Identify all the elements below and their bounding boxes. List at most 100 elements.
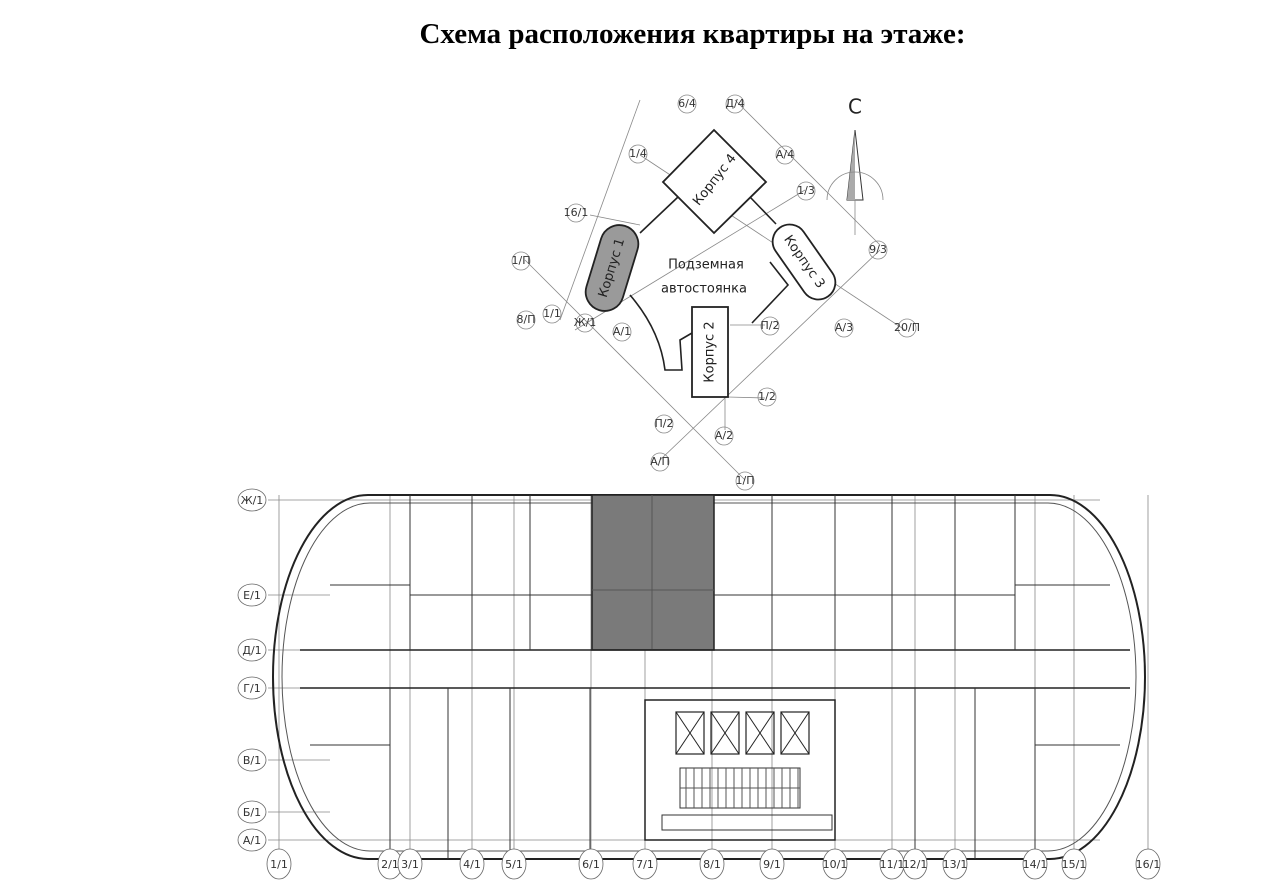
axis-marker: А/2 bbox=[714, 426, 734, 446]
row-axis-label: В/1 bbox=[243, 754, 261, 767]
axis-marker: 1/1 bbox=[542, 304, 562, 324]
column-axis-label: 12/1 bbox=[903, 858, 928, 871]
svg-text:А/3: А/3 bbox=[835, 321, 853, 334]
axis-marker: А/П bbox=[650, 452, 670, 472]
axis-marker: А/3 bbox=[834, 318, 854, 338]
axis-marker: 1/3 bbox=[796, 181, 816, 201]
axis-marker: 9/3 bbox=[868, 240, 888, 260]
axis-marker: 1/2 bbox=[757, 387, 777, 407]
axis-marker: 1/4 bbox=[628, 144, 648, 164]
svg-text:П/2: П/2 bbox=[761, 319, 780, 332]
apartment-partitions bbox=[310, 495, 1120, 859]
column-axis-marker: 14/1 bbox=[1022, 848, 1048, 880]
svg-text:1/4: 1/4 bbox=[629, 147, 647, 160]
north-arrow-icon: С bbox=[826, 95, 884, 235]
building-2-label: Корпус 2 bbox=[703, 321, 718, 382]
axis-marker: 6/4 bbox=[677, 94, 697, 114]
svg-text:8/П: 8/П bbox=[517, 313, 536, 326]
row-axis-label: Д/1 bbox=[242, 644, 261, 657]
svg-text:1/П: 1/П bbox=[512, 254, 531, 267]
svg-text:А/П: А/П bbox=[650, 455, 670, 468]
axis-marker: Д/4 bbox=[725, 94, 745, 114]
column-axis-marker: 10/1 bbox=[822, 848, 848, 880]
svg-text:П/2: П/2 bbox=[655, 417, 674, 430]
column-axis-marker: 7/1 bbox=[632, 848, 658, 880]
svg-text:А/4: А/4 bbox=[776, 148, 794, 161]
building-4 bbox=[661, 128, 768, 235]
svg-text:9/3: 9/3 bbox=[869, 243, 887, 256]
column-axis-label: 8/1 bbox=[703, 858, 721, 871]
elevator-icon bbox=[780, 711, 810, 755]
svg-text:С: С bbox=[848, 95, 862, 119]
svg-text:А/1: А/1 bbox=[613, 325, 631, 338]
axis-marker: 20/П bbox=[894, 318, 920, 338]
column-axis-marker: 11/1 bbox=[879, 848, 905, 880]
row-axis-marker: Г/1 bbox=[237, 676, 267, 700]
svg-text:20/П: 20/П bbox=[894, 321, 920, 334]
column-axis-label: 4/1 bbox=[463, 858, 481, 871]
parking-label-2: автостоянка bbox=[661, 282, 747, 297]
axis-marker: 1/П bbox=[512, 251, 531, 271]
axis-marker: 16/1 bbox=[564, 203, 589, 223]
column-axis-marker: 13/1 bbox=[942, 848, 968, 880]
row-axis-label: Б/1 bbox=[243, 806, 261, 819]
axis-marker: П/2 bbox=[655, 414, 674, 434]
column-axis-marker: 5/1 bbox=[501, 848, 527, 880]
column-axis-label: 15/1 bbox=[1062, 858, 1087, 871]
column-axis-marker: 4/1 bbox=[459, 848, 485, 880]
column-axis-label: 11/1 bbox=[880, 858, 905, 871]
highlighted-apartment bbox=[591, 494, 715, 651]
elevator-icon bbox=[745, 711, 775, 755]
column-axis-label: 7/1 bbox=[636, 858, 654, 871]
column-axis-marker: 9/1 bbox=[759, 848, 785, 880]
building-2 bbox=[691, 306, 729, 398]
row-axis-marker: Ж/1 bbox=[237, 488, 267, 512]
building-3 bbox=[771, 223, 837, 301]
column-axis-marker: 3/1 bbox=[397, 848, 423, 880]
row-axis-marker: Е/1 bbox=[237, 583, 267, 607]
row-axis-marker: А/1 bbox=[237, 828, 267, 852]
axis-marker: Ж/1 bbox=[574, 313, 597, 333]
site-plan: 6/4 Д/4 1/4 А/4 16/1 1/3 1/П 9/3 8/П 1/1… bbox=[512, 95, 920, 491]
row-axis-label: Е/1 bbox=[243, 589, 261, 602]
column-axis-marker: 15/1 bbox=[1061, 848, 1087, 880]
column-axis-marker: 8/1 bbox=[699, 848, 725, 880]
svg-text:А/2: А/2 bbox=[715, 429, 733, 442]
page-title: Схема расположения квартиры на этаже: bbox=[419, 18, 966, 50]
corridor bbox=[300, 649, 1130, 689]
column-axis-label: 14/1 bbox=[1023, 858, 1048, 871]
svg-text:Ж/1: Ж/1 bbox=[574, 316, 597, 329]
svg-text:1/1: 1/1 bbox=[543, 307, 561, 320]
svg-text:1/2: 1/2 bbox=[758, 390, 776, 403]
column-axis-label: 5/1 bbox=[505, 858, 523, 871]
column-axis-marker: 12/1 bbox=[902, 848, 928, 880]
row-axis-label: Г/1 bbox=[243, 682, 260, 695]
parking-outline bbox=[629, 196, 790, 371]
axis-marker: А/4 bbox=[775, 145, 795, 165]
column-axis-label: 13/1 bbox=[943, 858, 968, 871]
column-axis-label: 1/1 bbox=[270, 858, 288, 871]
row-axis-label: А/1 bbox=[243, 834, 261, 847]
elevator-icon bbox=[710, 711, 740, 755]
column-axis-label: 3/1 bbox=[401, 858, 419, 871]
row-axis-marker: Б/1 bbox=[237, 800, 267, 824]
column-axis-label: 6/1 bbox=[582, 858, 600, 871]
column-axis-marker: 1/1 bbox=[266, 848, 292, 880]
axis-marker: А/1 bbox=[612, 322, 632, 342]
column-axis-label: 2/1 bbox=[381, 858, 399, 871]
axis-marker: П/2 bbox=[761, 316, 780, 336]
row-axis-label: Ж/1 bbox=[241, 494, 264, 507]
svg-text:16/1: 16/1 bbox=[564, 206, 589, 219]
svg-text:Д/4: Д/4 bbox=[725, 97, 744, 110]
elevator-icon bbox=[675, 711, 705, 755]
axis-marker: 1/П bbox=[736, 471, 754, 491]
row-axis-marker: В/1 bbox=[237, 748, 267, 772]
column-axis-label: 9/1 bbox=[763, 858, 781, 871]
building-outline bbox=[272, 494, 1146, 860]
building-1 bbox=[584, 224, 640, 312]
svg-text:1/3: 1/3 bbox=[797, 184, 815, 197]
row-axis-marker: Д/1 bbox=[237, 638, 267, 662]
svg-text:6/4: 6/4 bbox=[678, 97, 696, 110]
